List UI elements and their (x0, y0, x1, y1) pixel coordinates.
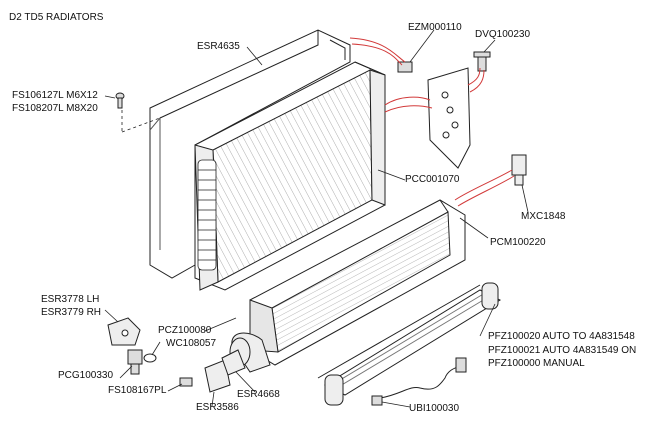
part-label-esr3779: ESR3779 RH (41, 307, 102, 318)
oil-cooler (317, 282, 502, 406)
bolt-fs108167pl (179, 377, 193, 387)
bracket-esr3586 (204, 359, 231, 393)
part-label-fs106127l: FS106127L M6X12 (12, 90, 98, 101)
mounting-bracket (427, 67, 471, 169)
part-label-pfz100020: PFZ100020 AUTO TO 4A831548 (488, 331, 635, 342)
part-label-pfz100000: PFZ100000 MANUAL (488, 358, 585, 369)
part-label-pcm100220: PCM100220 (490, 237, 546, 248)
screw-fs106127l (115, 92, 125, 109)
part-label-pfz100021: PFZ100021 AUTO 4A831549 ON (488, 345, 637, 356)
part-label-fs108167pl: FS108167PL (108, 385, 167, 396)
part-label-pcg100330: PCG100330 (58, 370, 114, 381)
bleed-screw-dvq (473, 51, 491, 72)
part-label-ezm000110: EZM000110 (408, 22, 462, 33)
mounting-rubber-lh (107, 317, 141, 346)
temp-sensor-ubi (371, 357, 467, 406)
part-label-esr4635: ESR4635 (197, 41, 240, 52)
part-label-mxc1848: MXC1848 (521, 211, 566, 222)
intercooler (249, 199, 466, 366)
part-label-esr3778: ESR3778 LH (41, 294, 100, 305)
part-label-fs108207l: FS108207L M8X20 (12, 103, 98, 114)
bracket-esr4668 (221, 349, 246, 376)
part-label-esr4668: ESR4668 (237, 389, 280, 400)
connector-mxc (511, 154, 527, 186)
part-label-pcc001070: PCC001070 (405, 174, 460, 185)
left-tank-ribs (197, 159, 217, 271)
mounting-stud (127, 349, 143, 375)
part-label-esr3586: ESR3586 (196, 402, 239, 413)
red-hoses (349, 37, 515, 207)
washer (143, 353, 157, 363)
part-label-pcz100080: PCZ100080 (158, 325, 212, 336)
part-label-wc108057: WC108057 (166, 338, 217, 349)
diagram-title: D2 TD5 RADIATORS (9, 12, 104, 23)
part-label-dvq100230: DVQ100230 (475, 29, 531, 40)
part-label-ubi100030: UBI100030 (409, 403, 460, 414)
leader-lines (104, 29, 529, 408)
